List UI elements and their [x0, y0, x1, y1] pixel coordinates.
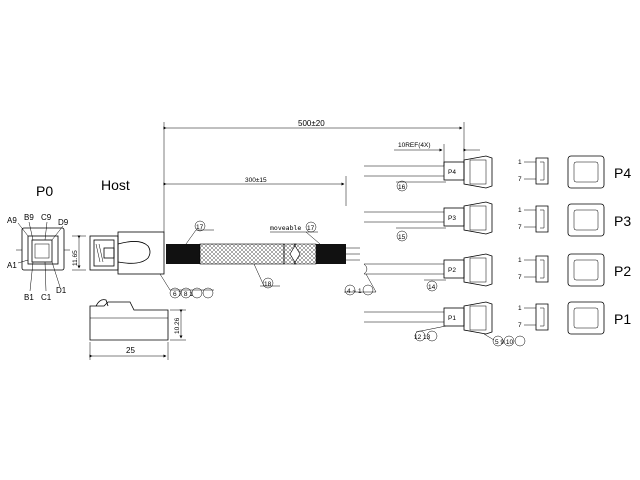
- dim-body-height: 10.26: [174, 317, 181, 334]
- callout-17-left: 17: [196, 224, 204, 231]
- dim-total-length: 500±20: [298, 119, 325, 128]
- host-body-outline: [89, 301, 169, 341]
- callout-6781: 6 7 8 1: [173, 291, 193, 298]
- callout-1213: 12 13: [414, 334, 431, 341]
- dim-breakout-ref: 10REF(4X): [398, 142, 431, 149]
- p0-port: [31, 239, 53, 263]
- p0-end-view: P0 A9 B9 C9 D9 A1 B1 C1 D1: [7, 183, 70, 302]
- dim-height: 11.65: [72, 250, 79, 266]
- pin-7-p2: 7: [518, 274, 522, 281]
- pin-7-p1: 7: [518, 322, 522, 329]
- pin-c1: C1: [41, 293, 52, 302]
- sata-connector-p2: P2 14: [424, 253, 493, 292]
- host-connector: Host 11.65 6 7 8 1: [72, 177, 214, 299]
- label-p1: P1: [614, 311, 631, 327]
- side-view-p3: 1 7: [518, 205, 549, 233]
- moveable-label: moveable: [270, 224, 301, 232]
- mesh-sleeve-left: [199, 243, 285, 265]
- host-top-view: 10.26 25: [89, 299, 186, 360]
- p0-inner: [27, 235, 59, 265]
- host-shell: [117, 231, 165, 275]
- pin-b1: B1: [24, 293, 34, 302]
- side-view-p2: 1 7: [518, 255, 549, 283]
- label-p4: P4: [614, 165, 631, 181]
- callout-17-right: 17: [307, 225, 315, 232]
- connector-text-p3: P3: [448, 215, 456, 222]
- dim-body-width: 25: [126, 346, 135, 355]
- pin-a9: A9: [7, 216, 17, 225]
- side-view-p4: 1 7: [518, 157, 549, 185]
- heatshrink-right: [316, 244, 346, 264]
- callout-15: 15: [398, 234, 406, 241]
- breakout-legs: 4 ~ 1: [344, 165, 444, 323]
- connector-text-p1: P1: [448, 315, 456, 322]
- sata-connector-p3: P3 15: [396, 201, 493, 242]
- pin-d9: D9: [58, 218, 69, 227]
- mesh-sleeve-right: [293, 243, 317, 265]
- callout-16: 16: [398, 184, 406, 191]
- connector-text-p4: P4: [448, 169, 456, 176]
- pin-7-p4: 7: [518, 176, 522, 183]
- callout-4-1: 4 ~ 1: [347, 288, 362, 295]
- side-view-p1: 1 7: [518, 303, 549, 331]
- heatshrink-left: [166, 244, 200, 264]
- pin-1-p3: 1: [518, 207, 522, 214]
- pin-d1: D1: [56, 286, 67, 295]
- sata-connector-p4: P4 16: [396, 155, 493, 192]
- front-view-p4: P4: [567, 155, 631, 189]
- pin-1-p1: 1: [518, 305, 522, 312]
- dim-mesh-length: 300±15: [245, 177, 267, 184]
- p0-outline: [21, 227, 65, 271]
- front-view-p3: P3: [567, 203, 631, 237]
- sata-connector-p1: P1 12 13 5 9 10: [414, 301, 526, 347]
- overall-dimensions: 500±20 300±15 10REF(4X): [163, 119, 480, 232]
- label-p3: P3: [614, 213, 631, 229]
- front-view-p1: P1: [567, 301, 631, 335]
- label-p2: P2: [614, 263, 631, 279]
- front-view-p2: P2: [567, 253, 631, 287]
- sata-side-views: 1 7 1 7 1 7 1 7: [518, 157, 549, 331]
- pin-c9: C9: [41, 213, 52, 222]
- pin-7-p3: 7: [518, 224, 522, 231]
- main-cable: 17 moveable 17 18: [166, 220, 360, 289]
- p0-port-core: [34, 243, 50, 259]
- pin-b9: B9: [24, 213, 34, 222]
- p0-label: P0: [36, 183, 53, 199]
- pin-a1: A1: [7, 261, 17, 270]
- host-label: Host: [101, 177, 130, 193]
- sata-front-views: P4 P3 P2 P1: [567, 155, 631, 335]
- connector-text-p2: P2: [448, 267, 456, 274]
- callout-14: 14: [428, 284, 436, 291]
- pin-1-p2: 1: [518, 257, 522, 264]
- pin-1-p4: 1: [518, 159, 522, 166]
- callout-18: 18: [264, 281, 272, 288]
- callout-5910: 5 9 10: [495, 339, 513, 346]
